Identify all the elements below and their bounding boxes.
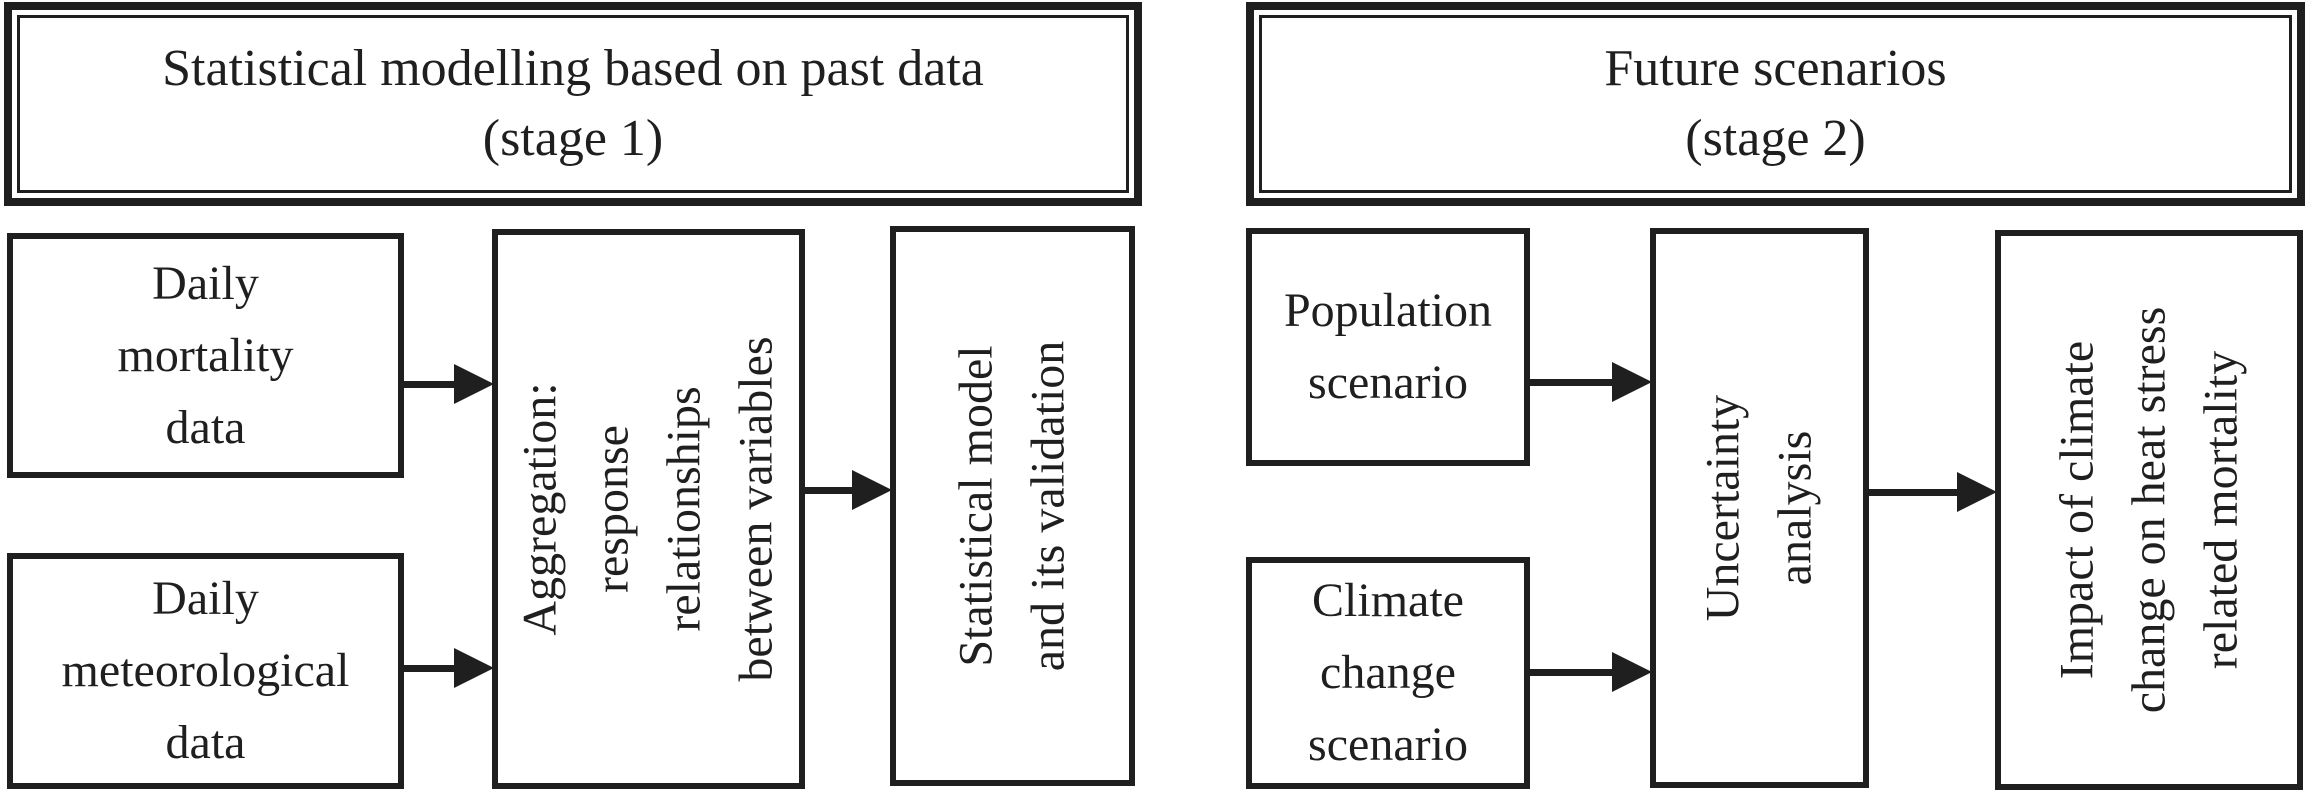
box-label-line: mortality (117, 328, 294, 382)
box-daily-mortality-data: Daily mortality data (7, 233, 404, 478)
rotated-label: Uncertainty analysis (1688, 395, 1832, 622)
stage1-header-inner: Statistical modelling based on past data… (17, 15, 1129, 193)
stage1-header-box: Statistical modelling based on past data… (4, 2, 1142, 206)
arrow-shaft (1528, 668, 1612, 676)
stage2-title: Future scenarios (1604, 39, 1947, 97)
arrowhead-right-icon (1612, 652, 1652, 692)
box-daily-meteorological-data: Daily meteorological data (7, 553, 404, 789)
box-label-line: response (585, 425, 639, 593)
box-label-line: and its validation (1021, 340, 1075, 672)
box-label-line: between variables (729, 336, 783, 682)
box-statistical-model-validation: Statistical model and its validation (890, 226, 1135, 786)
box-label-line: data (165, 716, 246, 769)
arrow-mortality-to-aggregation (402, 364, 494, 404)
arrowhead-right-icon (852, 470, 892, 510)
box-label-line: related mortality (2194, 350, 2247, 670)
box-label-line: Statistical model (949, 345, 1003, 667)
box-label-line: Climate (1312, 574, 1464, 627)
box-population-scenario: Population scenario (1246, 228, 1530, 466)
arrowhead-right-icon (1957, 472, 1997, 512)
box-label-line: change (1320, 646, 1456, 699)
rotated-label: Aggregation: response relationships betw… (505, 336, 793, 681)
box-climate-change-scenario: Climate change scenario (1246, 557, 1530, 789)
box-label-line: Population (1283, 284, 1492, 337)
box-label-line: Aggregation: (513, 382, 567, 636)
box-label-line: Daily (152, 256, 259, 310)
arrow-shaft (803, 486, 852, 494)
box-label-line: meteorological (61, 644, 350, 697)
arrowhead-right-icon (454, 364, 494, 404)
arrow-shaft (1528, 378, 1612, 386)
box-label-line: data (165, 400, 246, 454)
box-label-line: Daily (152, 572, 259, 625)
arrow-population-to-uncertainty (1528, 362, 1652, 402)
rotated-label: Statistical model and its validation (941, 341, 1085, 672)
box-label-line: change on heat stress (2122, 306, 2175, 714)
stage2-subtitle: (stage 2) (1685, 110, 1866, 167)
box-label-line: scenario (1308, 718, 1468, 771)
box-uncertainty-analysis: Uncertainty analysis (1650, 228, 1869, 788)
box-label-line: scenario (1308, 356, 1468, 409)
stage1-subtitle: (stage 1) (482, 110, 664, 167)
arrow-shaft (1867, 488, 1957, 496)
arrow-shaft (402, 664, 454, 672)
box-label-line: Uncertainty (1696, 394, 1750, 622)
arrowhead-right-icon (1612, 362, 1652, 402)
stage1-title: Statistical modelling based on past data (162, 39, 984, 97)
stage2-header-box: Future scenarios (stage 2) (1246, 2, 2305, 206)
arrowhead-right-icon (454, 648, 494, 688)
box-label-line: relationships (657, 386, 711, 632)
rotated-label: Impact of climate change on heat stress … (2041, 307, 2257, 714)
arrow-aggregation-to-model (803, 470, 892, 510)
box-impact-climate-change-mortality: Impact of climate change on heat stress … (1995, 230, 2303, 790)
arrow-climate-to-uncertainty (1528, 652, 1652, 692)
arrow-meteorological-to-aggregation (402, 648, 494, 688)
box-label-line: Impact of climate (2050, 340, 2103, 680)
arrow-shaft (402, 380, 454, 388)
box-aggregation-response-relationships: Aggregation: response relationships betw… (492, 229, 805, 789)
stage2-header-inner: Future scenarios (stage 2) (1259, 15, 2292, 193)
arrow-uncertainty-to-impact (1867, 472, 1997, 512)
box-label-line: analysis (1768, 430, 1822, 586)
